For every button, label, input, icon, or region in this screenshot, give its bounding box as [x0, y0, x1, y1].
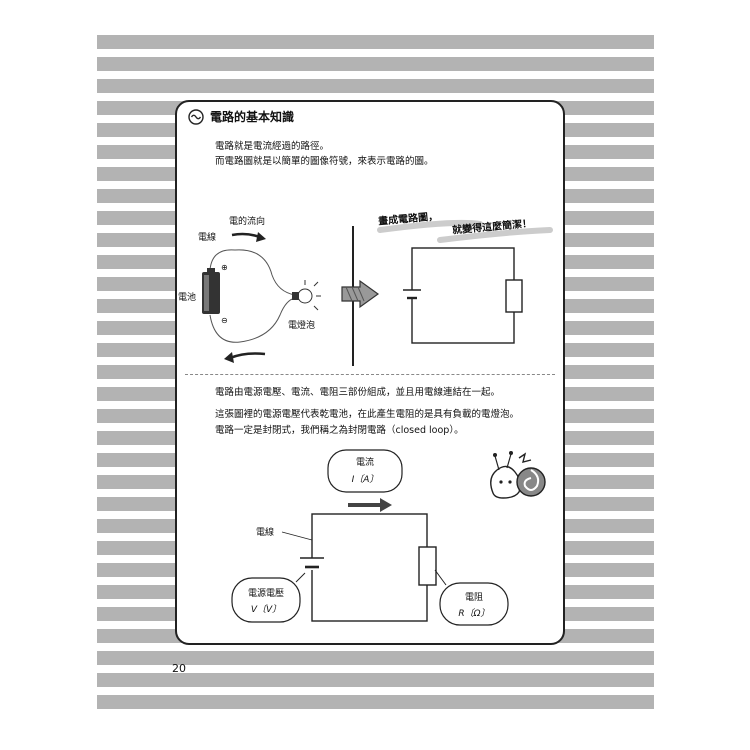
section-divider [185, 374, 555, 375]
simple-circuit-diagram [377, 219, 553, 344]
explanation-line-2: 這張圖裡的電源電壓代表乾電池，在此產生電阻的是具有負載的電燈泡。 [215, 409, 520, 420]
wire-label-top: 電線 [198, 233, 217, 243]
resistance-label: 電阻 [464, 593, 483, 603]
current-label: 電流 [355, 458, 374, 468]
snail-mascot-icon [490, 451, 546, 499]
wire-label-bottom: 電線 [256, 528, 275, 538]
bulb-label: 電燈泡 [288, 321, 316, 331]
intro-line-2: 而電路圖就是以簡單的圖像符號，來表示電路的圖。 [215, 156, 434, 167]
section-title: 電路的基本知識 [188, 108, 294, 125]
current-direction-label: 電的流向 [229, 217, 266, 227]
content-card [175, 100, 565, 645]
resistance-symbol: R〔Ω〕 [458, 609, 490, 619]
intro-line-1: 電路就是電流經過的路徑。 [215, 141, 330, 152]
battery-bulb-illustration [202, 232, 321, 363]
plus-terminal: ⊕ [221, 263, 228, 272]
explanation-line-3: 電路一定是封閉式，我們稱之為封閉電路（closed loop）。 [215, 425, 464, 436]
battery-label: 電池 [178, 293, 197, 303]
explanation-line-1: 電路由電源電壓、電流、電阻三部份組成，並且用電線連結在一起。 [215, 387, 501, 398]
voltage-label: 電源電壓 [247, 589, 284, 599]
voltage-symbol: V〔V〕 [250, 605, 282, 615]
minus-terminal: ⊖ [221, 316, 228, 325]
page-number: 20 [172, 662, 186, 675]
wave-circle-icon [188, 108, 204, 125]
current-symbol: I〔A〕 [351, 475, 379, 485]
labeled-circuit-diagram [231, 449, 509, 626]
page-title: 電路的基本知識 [210, 110, 295, 124]
right-arrow-icon [341, 279, 380, 309]
